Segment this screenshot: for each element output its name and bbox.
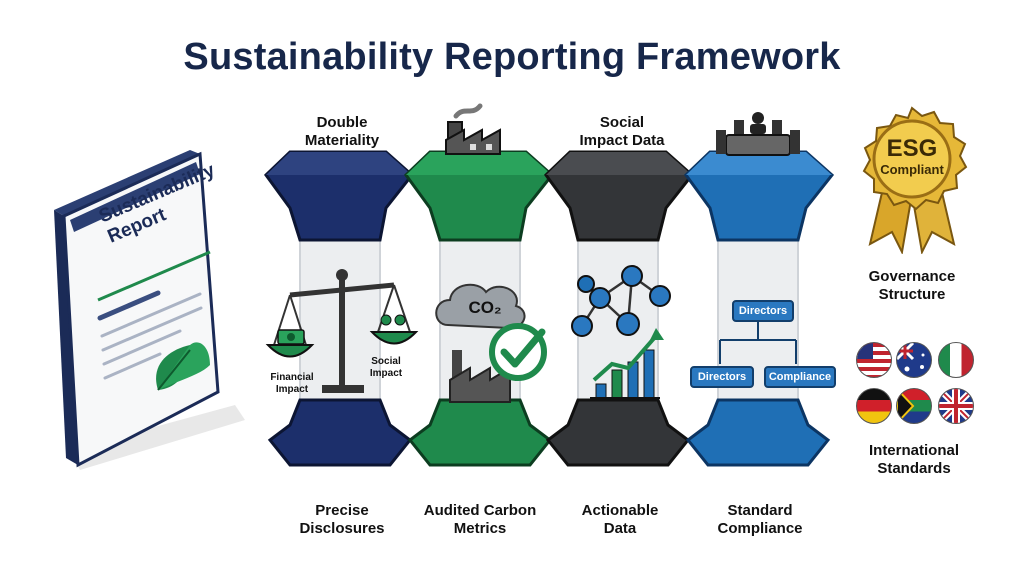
leaf-icon bbox=[156, 342, 210, 391]
network-chart-icon bbox=[571, 265, 671, 399]
governance-structure-label: Governance Structure bbox=[868, 268, 956, 303]
pillar-base-3 bbox=[545, 398, 691, 467]
page-title: Sustainability Reporting Framework bbox=[183, 36, 841, 78]
uk-flag-icon bbox=[938, 388, 974, 424]
co2-cloud-icon bbox=[435, 283, 526, 330]
germany-flag-icon bbox=[856, 388, 892, 424]
pillar-capital-3 bbox=[544, 150, 695, 242]
esg-badge-text: ESG Compliant bbox=[880, 135, 944, 178]
italy-flag-icon bbox=[938, 342, 974, 378]
australia-flag-icon bbox=[896, 342, 932, 378]
south-africa-flag-icon bbox=[896, 388, 932, 424]
pillar-base-2 bbox=[407, 398, 553, 467]
pillar-base-1 bbox=[267, 398, 413, 467]
pillar-capital-2 bbox=[404, 150, 555, 242]
international-standards-label: International Standards bbox=[868, 442, 959, 477]
factory-icon bbox=[445, 103, 501, 155]
pillar-1-top-label: Double Materiality bbox=[304, 114, 380, 149]
boardroom-icon bbox=[716, 112, 800, 156]
org-directors-top: Directors bbox=[732, 300, 794, 322]
pillar-capital-4 bbox=[684, 150, 835, 242]
pillar-base-4 bbox=[685, 398, 831, 467]
esg-badge-icon bbox=[862, 106, 968, 254]
org-chart-lines bbox=[719, 318, 797, 364]
pillar-4-bottom-label: Standard Compliance bbox=[717, 502, 803, 537]
org-compliance-right: Compliance bbox=[764, 366, 836, 388]
pillar-2-bottom-label: Audited Carbon Metrics bbox=[423, 502, 537, 537]
org-directors-left: Directors bbox=[690, 366, 754, 388]
checkmark-icon bbox=[489, 323, 547, 381]
usa-flag-icon bbox=[856, 342, 892, 378]
pillar-3-bottom-label: Actionable Data bbox=[581, 502, 659, 537]
social-impact-label: Social Impact bbox=[369, 356, 403, 379]
small-factory-icon bbox=[449, 350, 511, 403]
balance-scale-icon bbox=[265, 269, 419, 393]
sustainability-report-book bbox=[54, 150, 245, 470]
pillar-3-top-label: Social Impact Data bbox=[579, 114, 665, 149]
pillar-1-bottom-label: Precise Disclosures bbox=[299, 502, 385, 537]
pillar-capital-1 bbox=[264, 150, 415, 242]
co2-label: CO₂ bbox=[468, 298, 502, 317]
financial-impact-label: Financial Impact bbox=[270, 372, 314, 395]
